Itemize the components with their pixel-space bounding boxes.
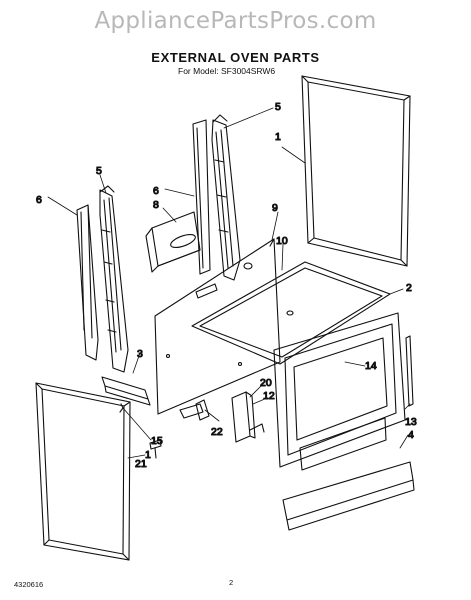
panel-frame-top-right (301, 75, 411, 267)
bottom-rail-left (101, 376, 151, 406)
callout-3: 3 (137, 348, 143, 360)
center-hardware (179, 391, 265, 443)
callouts: 5 1 5 6 6 8 9 10 2 14 3 20 12 22 15 1 21… (35, 100, 417, 470)
callout-5: 5 (96, 165, 102, 177)
kick-plate (282, 461, 415, 531)
page-number: 2 (229, 578, 234, 587)
callout-13: 13 (405, 416, 417, 428)
oven-front-frame (273, 312, 406, 471)
callout-6: 6 (153, 185, 159, 197)
page-title: EXTERNAL OVEN PARTS (151, 50, 320, 65)
rear-panel (154, 238, 281, 415)
watermark: AppliancePartsPros.com (94, 8, 377, 34)
side-trim-left (76, 185, 129, 373)
callout-14: 14 (365, 360, 377, 372)
callout-2: 2 (406, 282, 412, 294)
callout-9: 9 (272, 202, 278, 214)
callout-4: 4 (408, 429, 414, 441)
callout-1: 1 (145, 449, 151, 461)
vent-bracket (145, 211, 201, 273)
callout-8: 8 (153, 199, 159, 211)
model-subtitle: For Model: SF3004SRW6 (178, 66, 276, 76)
callout-5: 5 (275, 101, 281, 113)
callout-10: 10 (276, 235, 288, 247)
cooktop (191, 261, 391, 365)
panel-frame-bottom-left (35, 382, 131, 561)
callout-12: 12 (263, 390, 275, 402)
side-trim-right (192, 114, 241, 281)
callout-20: 20 (260, 377, 272, 389)
leader-lines (47, 107, 411, 459)
callout-22: 22 (211, 426, 223, 438)
callout-21: 21 (135, 458, 147, 470)
right-trim-strip (405, 335, 414, 407)
callout-1: 1 (275, 131, 281, 143)
callout-6: 6 (36, 194, 42, 206)
callout-15: 15 (151, 435, 163, 447)
document-number: 4320616 (14, 580, 44, 589)
